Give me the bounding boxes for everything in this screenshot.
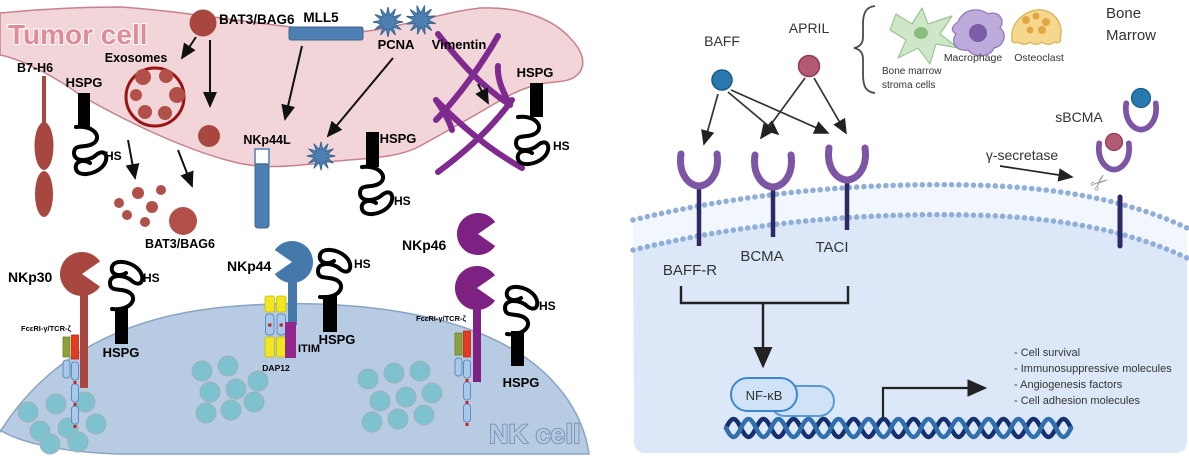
bat3-bag6-vesicle-membrane bbox=[198, 125, 220, 147]
tumor-cell-shape bbox=[0, 6, 584, 168]
nkp44-label: NKp44 bbox=[227, 258, 272, 274]
exosomes-ring bbox=[124, 66, 186, 128]
bat3-top-label: BAT3/BAG6 bbox=[219, 12, 295, 27]
mll5-label: MLL5 bbox=[303, 10, 339, 25]
gamma-secretase-label: γ-secretase bbox=[986, 147, 1059, 163]
bone-marrow-label-line1: Bone bbox=[1106, 5, 1141, 22]
hspg-anchor-nkp46 bbox=[503, 284, 540, 366]
baff-label: BAFF bbox=[704, 33, 740, 49]
fceri-adaptor-nkp30 bbox=[62, 334, 79, 428]
bat3-bag6-vesicle-top bbox=[189, 9, 217, 37]
nkp44l-receptor bbox=[254, 148, 270, 229]
dap12-adaptor bbox=[264, 295, 287, 358]
nfkb-label: NF-κB bbox=[746, 388, 783, 403]
ligand-arrows bbox=[701, 77, 847, 146]
nkp44-receptor bbox=[274, 241, 314, 325]
baff-ligand bbox=[711, 69, 733, 91]
hspg-label-mid: HSPG bbox=[380, 131, 417, 146]
hs-label-nkp44: HS bbox=[354, 257, 371, 271]
hspg-anchor-nkp30 bbox=[108, 259, 145, 344]
bone-marrow-label-line2: Marrow bbox=[1106, 27, 1156, 44]
fceri-adaptor-nkp46 bbox=[454, 330, 471, 426]
bcma-receptor bbox=[755, 155, 792, 237]
sbcma-label: sBCMA bbox=[1055, 109, 1103, 125]
hs-chain-mid bbox=[358, 164, 395, 217]
hs-label-left: HS bbox=[105, 149, 122, 163]
pcna-label: PCNA bbox=[378, 37, 415, 52]
nkp46-receptor bbox=[454, 213, 496, 382]
stroma-cell-icon bbox=[889, 7, 959, 65]
hs-chain-right bbox=[514, 114, 551, 167]
dap12-label: DAP12 bbox=[262, 363, 290, 373]
baffr-label: BAFF-R bbox=[663, 262, 717, 279]
fceri-label-nkp30: FcεRI-γ/TCR-ζ bbox=[21, 324, 71, 333]
hspg-anchor-left bbox=[72, 93, 109, 177]
plasma-cell-interior bbox=[633, 199, 1187, 453]
tumor-cell-label: Tumor cell bbox=[8, 19, 148, 50]
hspg-anchor-nkp44 bbox=[316, 247, 353, 332]
hs-label-right: HS bbox=[553, 139, 570, 153]
brace bbox=[853, 5, 876, 94]
nkp30-receptor bbox=[59, 252, 100, 388]
nkp30-label: NKp30 bbox=[8, 269, 53, 285]
nkp46-label: NKp46 bbox=[402, 237, 447, 253]
dna-helix bbox=[723, 416, 1074, 440]
baffr-receptor bbox=[681, 154, 718, 246]
transcription-arrow bbox=[881, 379, 988, 418]
hs-label-nkp30: HS bbox=[143, 271, 160, 285]
april-label: APRIL bbox=[789, 20, 830, 36]
cytotoxic-granules bbox=[17, 355, 443, 455]
hs-label-nkp46: HS bbox=[539, 299, 556, 313]
mll5-bar bbox=[288, 26, 364, 41]
nk-cell-label: NK cell bbox=[489, 419, 581, 449]
released-bat3-dots bbox=[114, 185, 197, 235]
outcome-item-1: - Cell survival bbox=[1014, 347, 1080, 359]
b7h6-label: B7-H6 bbox=[17, 61, 53, 75]
nfkb-complex bbox=[730, 377, 835, 417]
outcome-item-3: - Angiogenesis factors bbox=[1014, 379, 1123, 391]
hspg-label-nkp30: HSPG bbox=[103, 345, 140, 360]
outcome-item-2: - Immunosuppressive molecules bbox=[1014, 363, 1172, 375]
outcome-item-4: - Cell adhesion molecules bbox=[1014, 395, 1140, 407]
hspg-label-nkp46: HSPG bbox=[503, 375, 540, 390]
vimentin-label: Vimentin bbox=[432, 37, 487, 52]
sbcma-complex-baff bbox=[1126, 87, 1156, 130]
nkp44l-label: NKp44L bbox=[243, 133, 291, 147]
stroma-label-line2: stroma cells bbox=[882, 80, 935, 91]
taci-label: TACI bbox=[815, 239, 848, 256]
taci-receptor bbox=[829, 148, 866, 230]
vimentin-fiber-2 bbox=[433, 97, 525, 175]
hspg-label-left: HSPG bbox=[66, 75, 103, 90]
hspg-anchor-mid bbox=[358, 132, 395, 217]
process-arrows bbox=[125, 36, 489, 188]
exosomes-label: Exosomes bbox=[105, 51, 168, 65]
hs-chain-nkp44 bbox=[316, 247, 353, 300]
hspg-label-right: HSPG bbox=[517, 65, 554, 80]
hs-chain-left bbox=[72, 124, 109, 177]
gamma-secretase-arrow bbox=[999, 165, 1074, 182]
osteoclast-label: Osteoclast bbox=[1014, 52, 1064, 64]
fceri-label-nkp46: FcεRI-γ/TCR-ζ bbox=[416, 314, 466, 323]
bcma-label: BCMA bbox=[740, 248, 783, 265]
itim-motif bbox=[285, 322, 296, 358]
bat3-released-label: BAT3/BAG6 bbox=[145, 237, 215, 251]
itim-label: ITIM bbox=[298, 343, 320, 355]
hs-chain-nkp30 bbox=[108, 259, 145, 312]
hs-chain-nkp46 bbox=[503, 284, 540, 337]
hs-label-mid: HS bbox=[394, 194, 411, 208]
april-ligand bbox=[797, 54, 821, 78]
macrophage-label: Macrophage bbox=[944, 52, 1003, 64]
hspg-anchor-right bbox=[514, 83, 551, 167]
b7h6-ligand bbox=[34, 76, 54, 217]
osteoclast-icon bbox=[1011, 9, 1062, 45]
sbcma-complex-april bbox=[1099, 132, 1129, 170]
stroma-label-line1: Bone marrow bbox=[882, 66, 942, 77]
hspg-label-nkp44: HSPG bbox=[319, 332, 356, 347]
signal-bracket bbox=[679, 286, 850, 369]
macrophage-icon bbox=[951, 9, 1005, 57]
